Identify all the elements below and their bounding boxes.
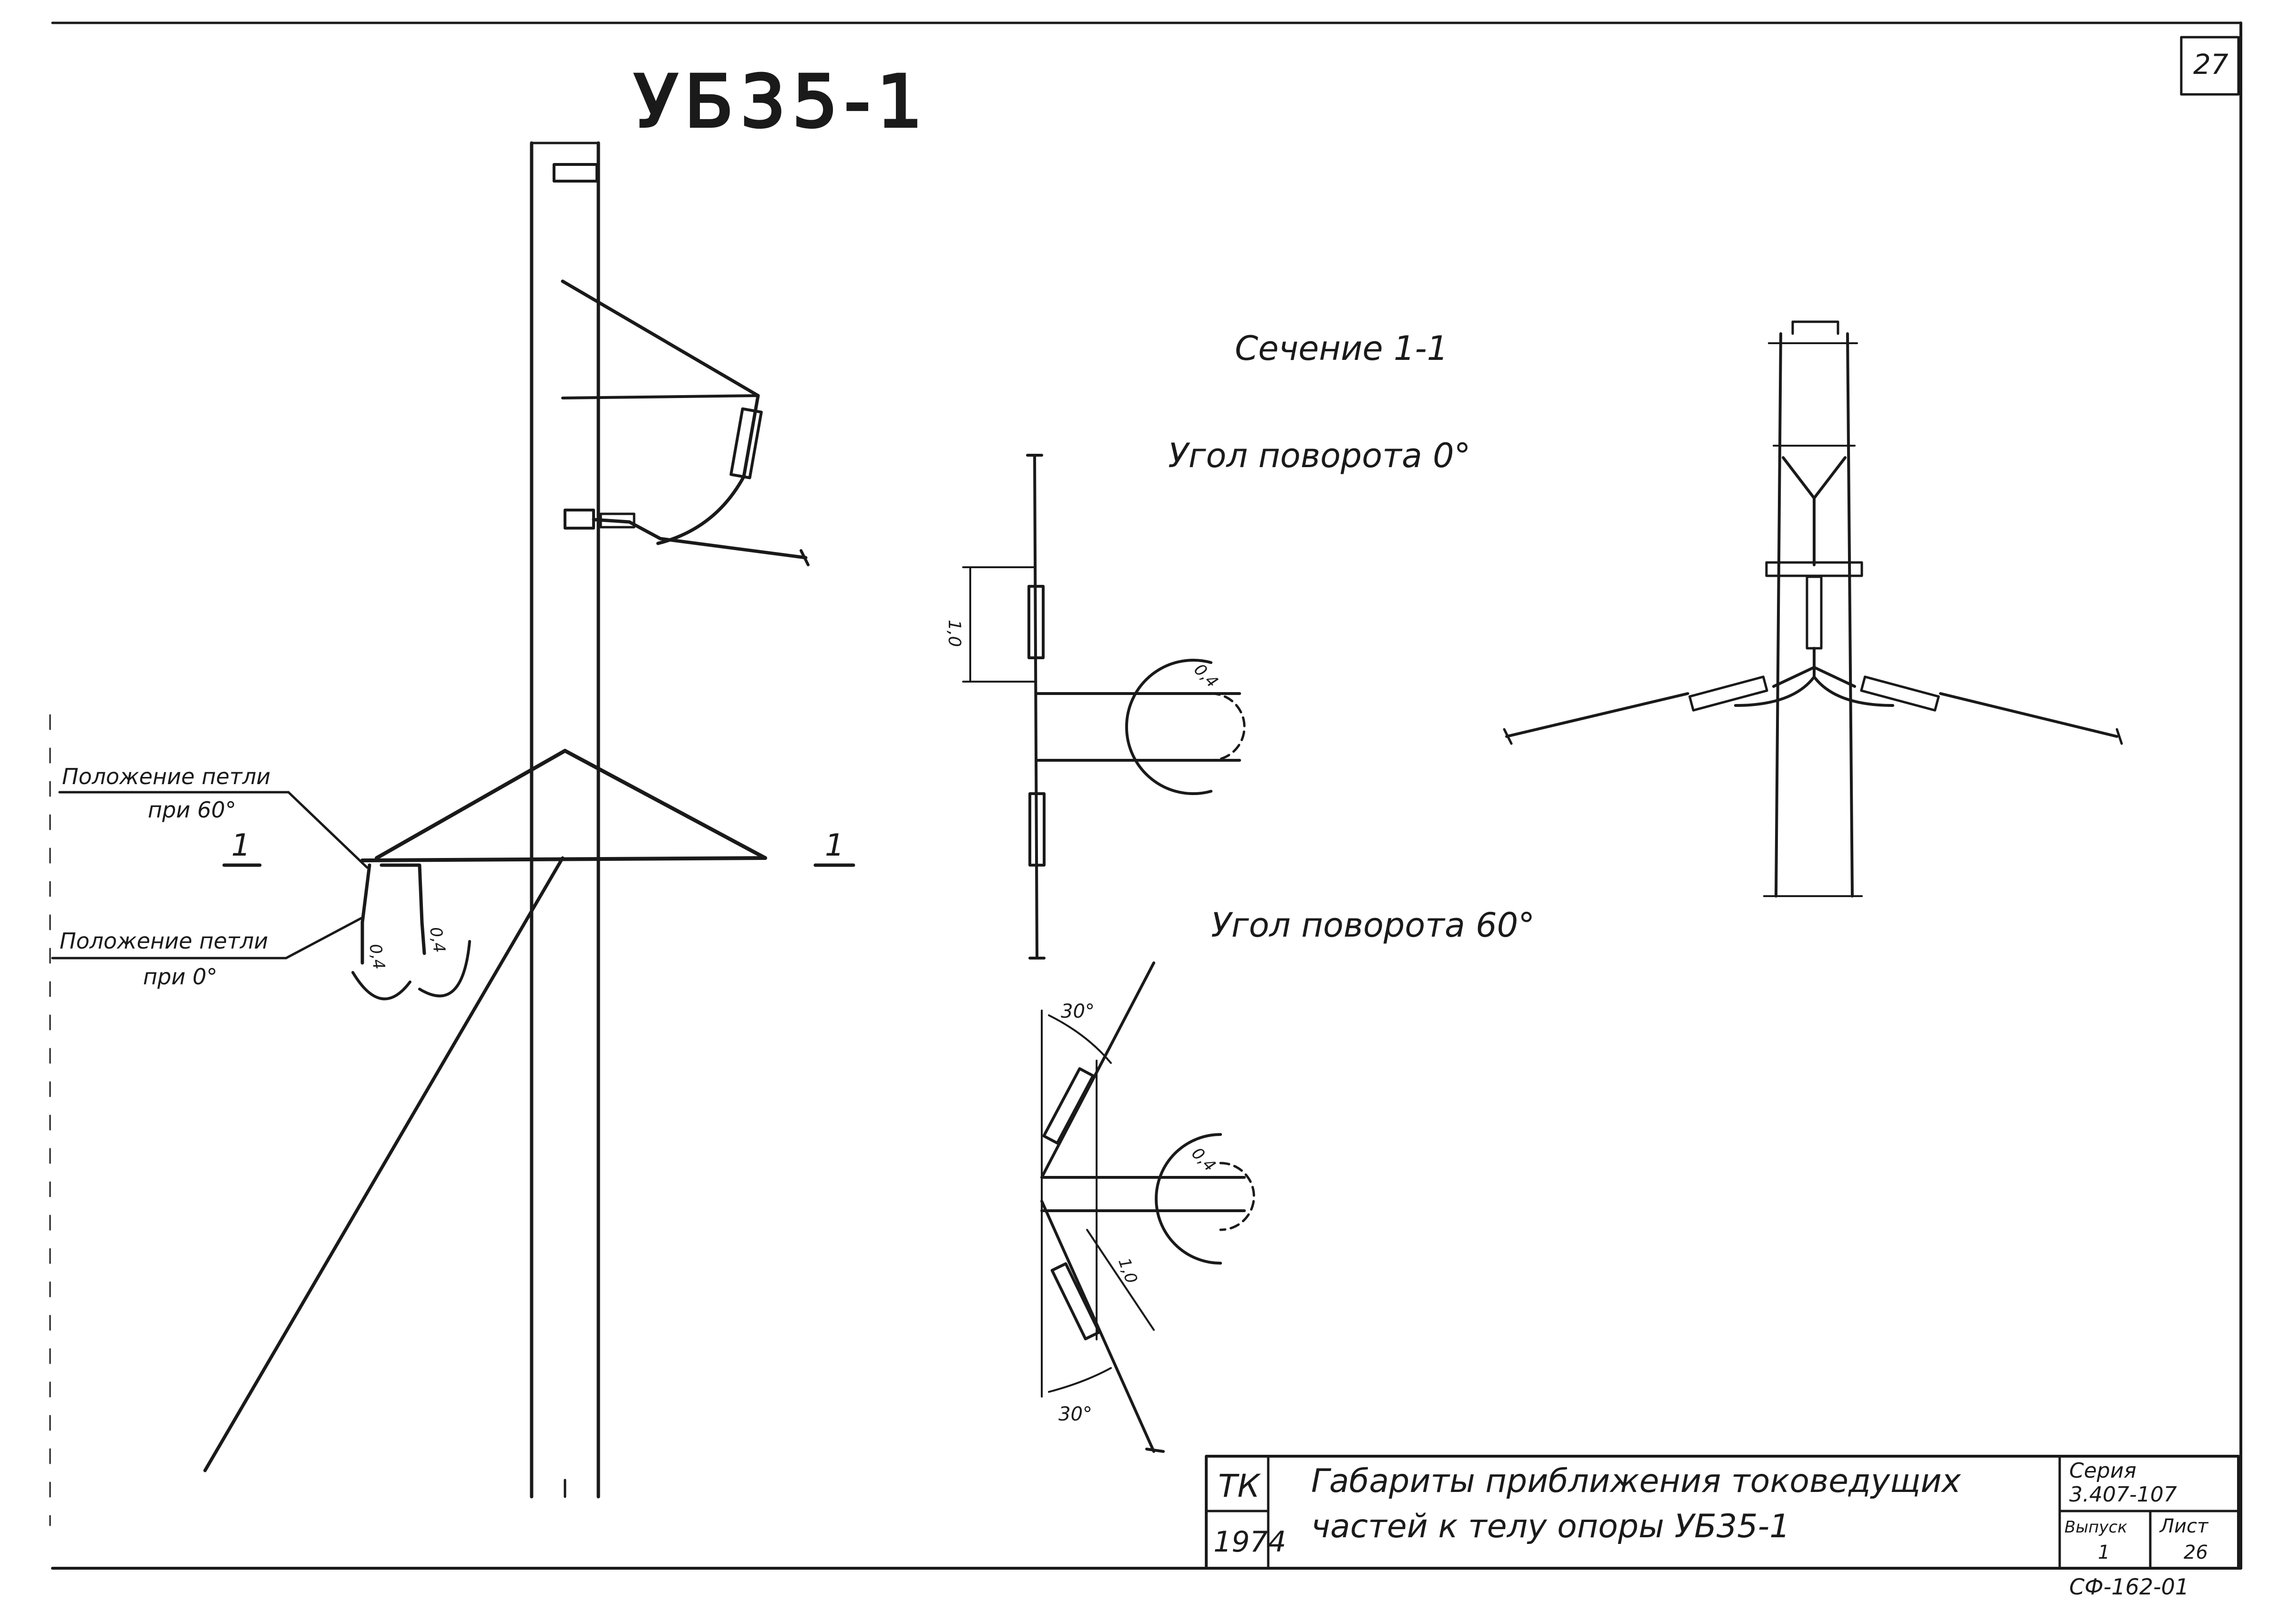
pole-elevation [51, 141, 855, 1499]
section-mark-left: 1 [231, 828, 251, 863]
sheet-number: 27 [2193, 48, 2228, 81]
angle-0-label: Угол поворота 0° [1168, 436, 1471, 475]
title-block [1205, 1455, 2240, 1570]
pole-side-view [1503, 320, 2123, 898]
issue-label: Выпуск [2064, 1518, 2127, 1537]
series-label: Серия [2069, 1459, 2136, 1483]
series-value: 3.407-107 [2069, 1482, 2177, 1507]
dim-10-angle-60: 1,0 [1114, 1256, 1141, 1286]
loop-position-0-label-2: при 0° [143, 964, 217, 990]
title-block-title-1: Габариты приближения токоведущих [1311, 1462, 1961, 1500]
dim-30-top: 30° [1061, 1001, 1095, 1022]
issue-value: 1 [2098, 1542, 2110, 1563]
section-angle-0-view [962, 454, 1246, 960]
sheet-value: 26 [2184, 1542, 2208, 1563]
section-mark-right: 1 [825, 828, 844, 863]
sheet-number-box: 27 [2180, 36, 2240, 96]
angle-60-label: Угол поворота 60° [1211, 906, 1535, 945]
loop-position-60-label-2: при 60° [148, 797, 236, 823]
loop-position-0-label-1: Положение петли [60, 928, 268, 954]
clearance-dim-left-1: 0,4 [365, 942, 389, 971]
sheet-frame [49, 21, 2242, 1570]
title-block-code: ТК [1218, 1468, 1261, 1504]
clearance-dim-left-2: 0,4 [426, 926, 449, 954]
title-block-year: 1974 [1213, 1525, 1286, 1559]
drawing-title: УБ35-1 [634, 61, 929, 143]
dim-04-angle-60: 0,4 [1188, 1144, 1220, 1176]
title-block-title-2: частей к телу опоры УБ35-1 [1311, 1508, 1790, 1545]
footer-code: СФ-162-01 [2069, 1574, 2189, 1600]
sheet-label: Лист [2159, 1515, 2209, 1537]
dim-04-angle-0: 0,4 [1190, 660, 1222, 692]
section-angle-60-view [1040, 961, 1255, 1453]
dim-10-angle-0: 1,0 [944, 620, 964, 647]
section-title: Сечение 1-1 [1235, 329, 1448, 368]
dim-30-bottom: 30° [1058, 1403, 1092, 1425]
loop-position-60-label-1: Положение петли [62, 764, 270, 789]
